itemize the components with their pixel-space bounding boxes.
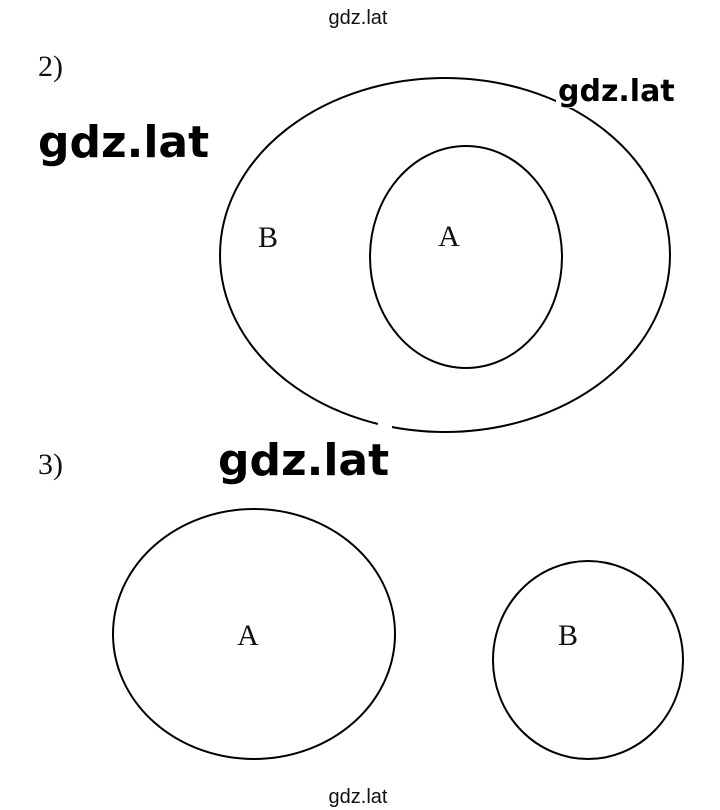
set-a-label: A [438,220,460,253]
outer-set-b-ellipse [219,77,671,433]
watermark-right-backdrop [556,74,674,108]
set-a-label-3: A [237,619,259,652]
ellipse-gap-mask [378,420,392,438]
watermark-right: gdz.lat [558,74,675,109]
diagram-2-number: 2) [38,50,63,83]
inner-set-a-ellipse [369,145,563,369]
set-a-ellipse [112,508,396,760]
watermark-top: gdz.lat [329,7,388,29]
watermark-left-big: gdz.lat [38,117,209,168]
watermark-center-big: gdz.lat [218,435,389,486]
watermark-bottom: gdz.lat [329,786,388,808]
diagram-3-number: 3) [38,448,63,481]
set-b-label-3: B [558,619,578,652]
set-b-label: B [258,221,278,254]
set-b-circle [492,560,684,760]
